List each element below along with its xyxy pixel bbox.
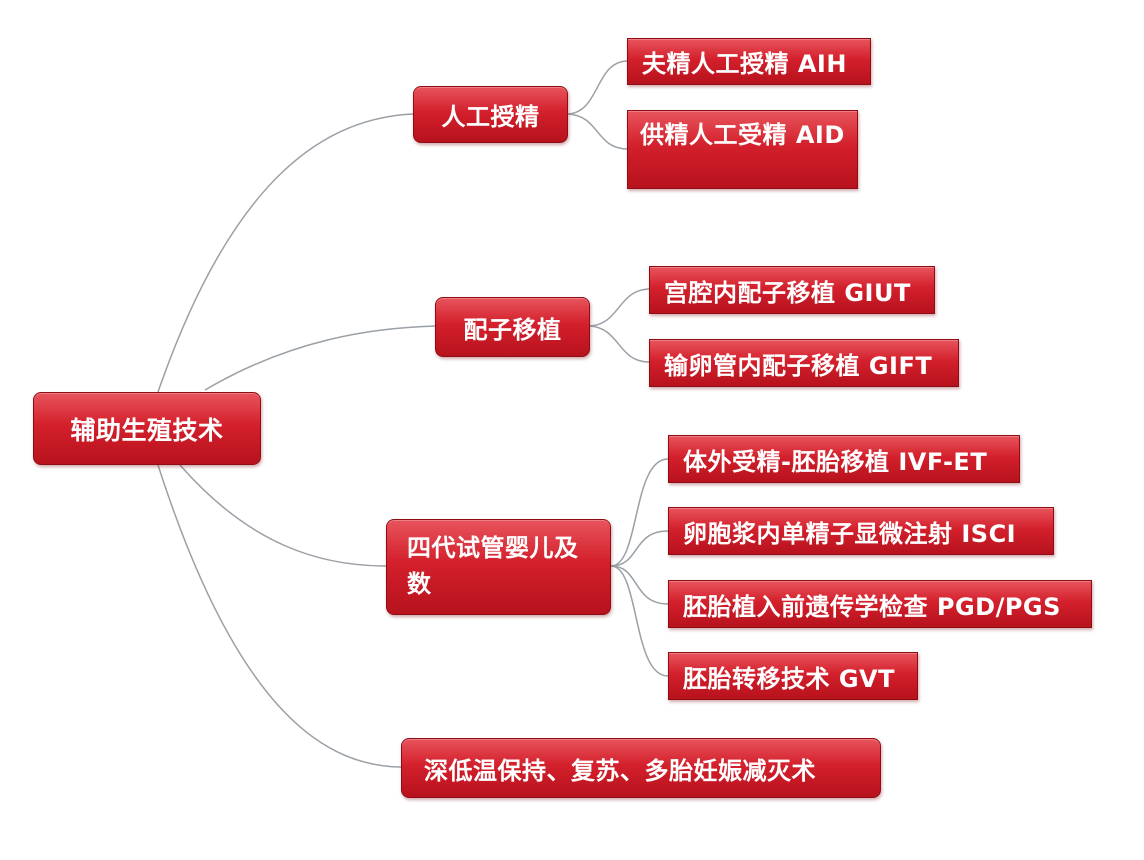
- connector-root-to-gamete: [204, 325, 436, 391]
- leaf-aid[interactable]: 供精人工受精 AID: [627, 110, 858, 189]
- leaf-gift[interactable]: 输卵管内配子移植 GIFT: [649, 339, 959, 387]
- connector-ai-to-aid: [567, 113, 628, 150]
- leaf-ivf-et[interactable]: 体外受精-胚胎移植 IVF-ET: [668, 435, 1020, 483]
- branch-ivf-generations[interactable]: 四代试管婴儿及数: [386, 519, 611, 615]
- connector-root-to-cryo: [157, 464, 402, 768]
- root-node[interactable]: 辅助生殖技术: [33, 392, 261, 465]
- connector-gamete-to-giut: [589, 288, 650, 327]
- connector-gamete-to-gift: [589, 325, 650, 363]
- connector-ivf-to-pgd: [610, 565, 669, 605]
- connector-ai-to-aih: [567, 60, 628, 115]
- connector-ivf-to-gvt: [610, 565, 669, 677]
- leaf-aih[interactable]: 夫精人工授精 AIH: [627, 38, 871, 85]
- branch-cryopreservation[interactable]: 深低温保持、复苏、多胎妊娠减灭术: [401, 738, 881, 798]
- leaf-gvt[interactable]: 胚胎转移技术 GVT: [668, 652, 918, 700]
- leaf-giut[interactable]: 宫腔内配子移植 GIUT: [649, 266, 935, 314]
- connector-root-to-ai: [157, 113, 414, 393]
- leaf-isci[interactable]: 卵胞浆内单精子显微注射 ISCI: [668, 507, 1054, 555]
- connector-root-to-ivf: [179, 464, 387, 567]
- branch-artificial-insemination[interactable]: 人工授精: [413, 86, 568, 143]
- branch-gamete-transfer[interactable]: 配子移植: [435, 297, 590, 357]
- connector-ivf-to-ivfet: [610, 458, 669, 567]
- connector-ivf-to-isci: [610, 530, 669, 567]
- leaf-pgd-pgs[interactable]: 胚胎植入前遗传学检查 PGD/PGS: [668, 580, 1092, 628]
